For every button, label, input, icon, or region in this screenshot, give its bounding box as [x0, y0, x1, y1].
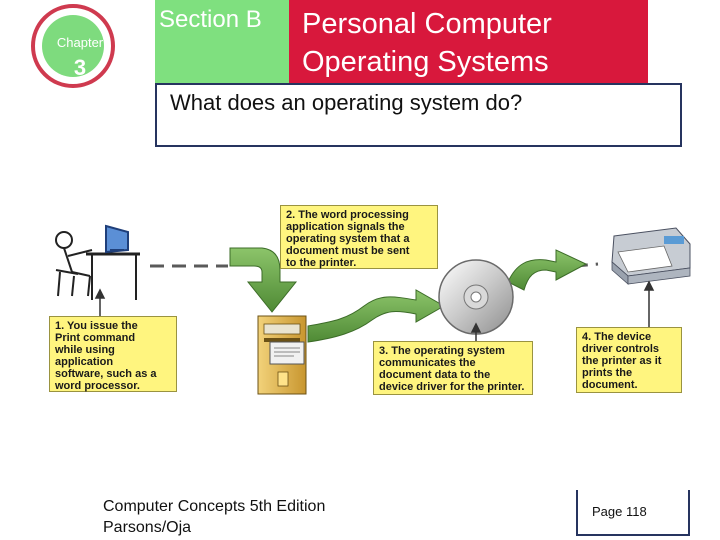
- step-1-line: while using: [55, 344, 115, 356]
- step-2-line: operating system that a: [286, 233, 410, 245]
- step-3-line: 3. The operating system: [379, 345, 505, 357]
- step-1-box: 1. You issue the Print command while usi…: [49, 316, 177, 392]
- step-4-line: 4. The device: [582, 331, 652, 343]
- section-box: [155, 0, 289, 83]
- question-box: [155, 83, 682, 147]
- step-4-line: the printer as it: [582, 355, 662, 367]
- chapter-badge-inner: Chapter 3: [42, 15, 104, 80]
- step-4-line: driver controls: [582, 343, 660, 355]
- step-1-line: word processor.: [55, 380, 140, 392]
- step-4-box: 4. The device driver controls the printe…: [576, 327, 682, 393]
- step-1-line: Print command: [55, 332, 136, 344]
- step-3-box: 3. The operating system communicates the…: [373, 341, 533, 395]
- step-4-line: prints the: [582, 367, 633, 379]
- step-4-line: document.: [582, 379, 638, 391]
- slide-title: Personal Computer Operating Systems: [302, 5, 552, 81]
- connector-lines: [94, 280, 655, 341]
- footer-book-info: Computer Concepts 5th Edition Parsons/Oj…: [103, 496, 325, 538]
- title-box: [289, 0, 648, 83]
- step-2-line: to the printer.: [286, 257, 357, 269]
- step-2-line: application signals the: [286, 221, 405, 233]
- title-line-1: Personal Computer: [302, 8, 552, 40]
- footer-book-title: Computer Concepts 5th Edition: [103, 498, 326, 515]
- step-1-line: software, such as a: [55, 368, 157, 380]
- title-line-2: Operating Systems: [302, 46, 549, 78]
- question-text: What does an operating system do?: [170, 90, 523, 115]
- step-3-line: communicates the: [379, 357, 476, 369]
- green-arrow-2: [307, 289, 446, 343]
- printer-icon: [611, 227, 691, 285]
- step-3-line: document data to the: [379, 369, 491, 381]
- section-label: Section B: [159, 6, 262, 33]
- step-1-line: application: [55, 356, 114, 368]
- step-2-line: document must be sent: [286, 245, 410, 257]
- chapter-number: 3: [73, 55, 87, 80]
- cd-disc-icon: [438, 259, 514, 335]
- green-arrow-1: [229, 247, 298, 313]
- chapter-label: Chapter: [56, 35, 104, 50]
- page-number: Page 118: [592, 504, 647, 519]
- footer-authors: Parsons/Oja: [103, 519, 192, 536]
- green-arrow-3: [507, 249, 588, 291]
- chapter-badge: Chapter 3: [31, 4, 115, 88]
- step-1-line: 1. You issue the: [55, 320, 138, 332]
- step-3-line: device driver for the printer.: [379, 381, 525, 393]
- person-at-computer-icon: [55, 224, 140, 300]
- step-2-line: 2. The word processing: [286, 209, 409, 221]
- page-number-box: [576, 490, 690, 536]
- step-2-box: 2. The word processing application signa…: [280, 205, 438, 269]
- computer-icon: [257, 315, 307, 395]
